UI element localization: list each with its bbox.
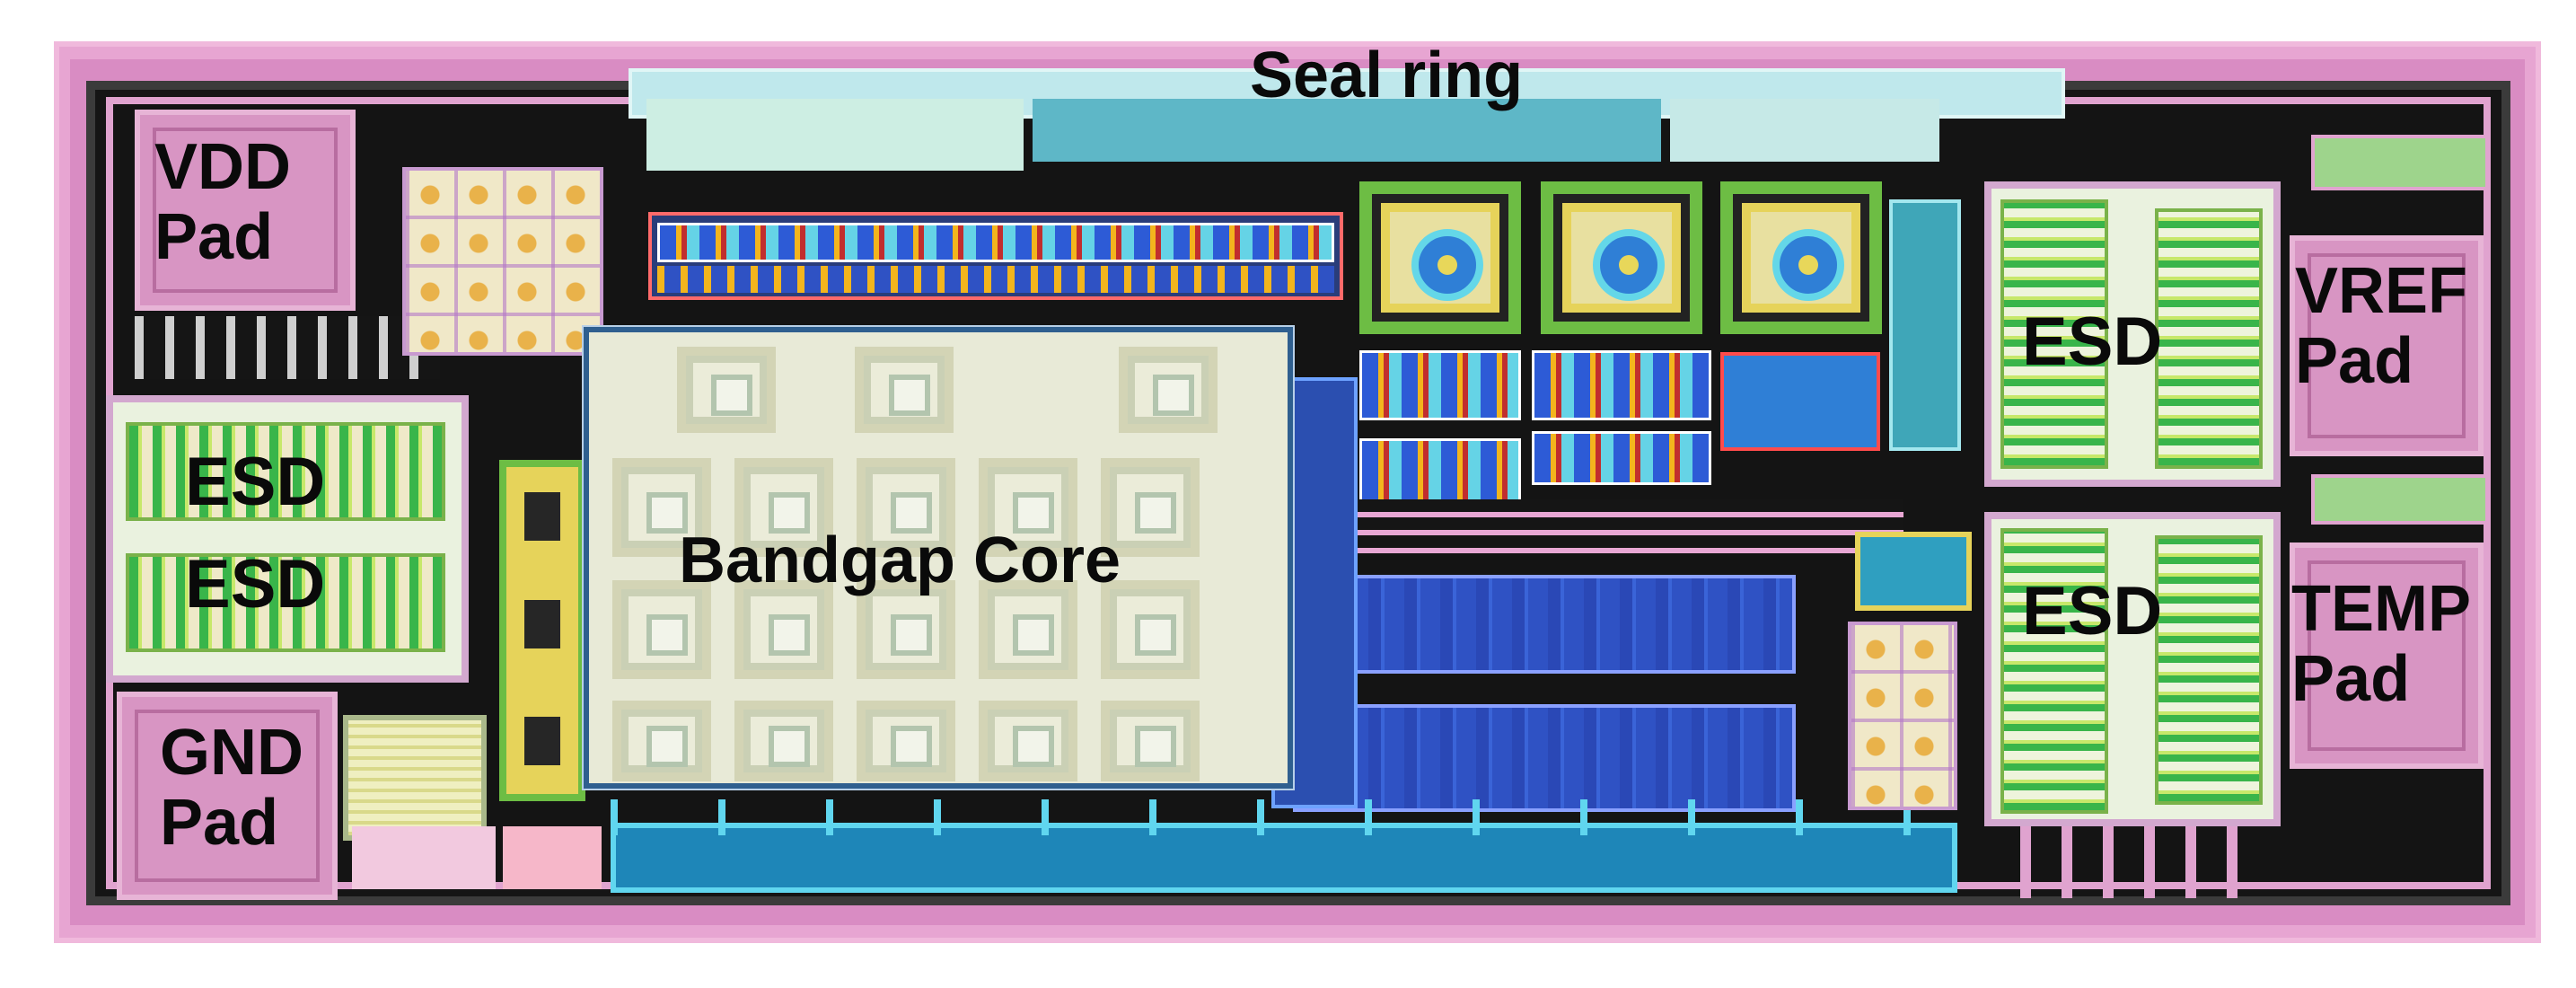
top-interconnect-band-3 — [646, 99, 1024, 171]
bandgap-core-overlay — [584, 327, 1293, 789]
small-cap-right — [1855, 532, 1972, 611]
bandgap-cell — [734, 458, 833, 557]
bandgap-cell — [979, 701, 1077, 781]
esd-fingers-right-top-a — [2000, 199, 2108, 469]
gnd-pad-label: GND Pad — [160, 717, 303, 859]
bias-transistor-row — [657, 223, 1334, 262]
bandgap-cell — [1101, 458, 1200, 557]
bipolar-transistor-3 — [1720, 181, 1882, 334]
bottom-cyan-bus-ticks — [611, 799, 1957, 835]
bandgap-cell — [857, 458, 955, 557]
capacitor-array-top — [1293, 575, 1796, 674]
bandgap-cell — [1101, 580, 1200, 679]
temp-pad — [2290, 543, 2484, 769]
mid-routing-1 — [1347, 499, 1903, 553]
esd-right-leads — [2020, 826, 2254, 898]
bandgap-cell — [857, 701, 955, 781]
decap-block-bottom-left — [343, 715, 487, 841]
vdd-pad-connector — [135, 316, 440, 379]
mid-logic-row-4 — [1532, 431, 1711, 485]
bipolar-transistor-2 — [1541, 181, 1702, 334]
bandgap-cell — [612, 701, 711, 781]
gnd-pad — [117, 692, 338, 900]
vref-pad-label: VREF Pad — [2295, 255, 2468, 397]
vref-pad — [2290, 235, 2484, 456]
esd-fingers-left-top — [126, 422, 445, 521]
seal-ring-label: Seal ring — [1250, 40, 1524, 111]
mid-logic-row-3 — [1359, 438, 1521, 507]
esd-fingers-right-top-b — [2155, 208, 2263, 469]
esd-right-bottom-label: ESD — [2022, 573, 2163, 649]
pink-filler-bottom — [352, 826, 496, 889]
mid-logic-row-1 — [1359, 350, 1521, 420]
esd-left-bottom-label: ESD — [185, 546, 326, 622]
bandgap-cell — [979, 458, 1077, 557]
vdd-pad-label: VDD Pad — [154, 131, 292, 273]
bandgap-cell — [734, 701, 833, 781]
green-strip-right-mid — [2311, 474, 2489, 525]
esd-fingers-right-bottom-b — [2155, 535, 2263, 805]
bandgap-core-label: Bandgap Core — [679, 525, 1121, 596]
esd-fingers-left-bottom — [126, 553, 445, 652]
left-transistor-1 — [517, 485, 567, 548]
left-transistor-2 — [517, 593, 567, 656]
bipolar-transistor-1 — [1359, 181, 1521, 334]
bandgap-cell — [857, 580, 955, 679]
temp-pad-label: TEMP Pad — [2291, 573, 2470, 715]
cyan-metal-column — [1889, 199, 1961, 451]
left-transistor-3 — [517, 710, 567, 772]
bandgap-cell — [734, 580, 833, 679]
top-interconnect-band-2 — [1033, 99, 1661, 162]
mid-logic-row-2 — [1532, 350, 1711, 420]
bandgap-cell — [612, 458, 711, 557]
capacitor-array-bottom — [1293, 704, 1796, 812]
vdd-pad — [135, 110, 356, 311]
mid-cap-block — [1720, 352, 1880, 451]
green-strip-right-top — [2311, 135, 2489, 190]
bandgap-cell — [855, 347, 954, 433]
bandgap-cell — [979, 580, 1077, 679]
esd-right-top-label: ESD — [2022, 304, 2163, 380]
esd-fingers-right-bottom-a — [2000, 528, 2108, 814]
bandgap-cell — [1101, 701, 1200, 781]
pink-filler-bottom-2 — [503, 826, 602, 889]
decap-cell-array-top-left — [402, 167, 603, 356]
bias-row-divider — [657, 266, 1334, 293]
decap-cell-array-right — [1848, 622, 1957, 810]
bandgap-cell — [1119, 347, 1218, 433]
esd-left-top-label: ESD — [185, 444, 326, 520]
top-interconnect-band-4 — [1670, 99, 1939, 162]
bandgap-cell — [677, 347, 776, 433]
bandgap-cell — [612, 580, 711, 679]
